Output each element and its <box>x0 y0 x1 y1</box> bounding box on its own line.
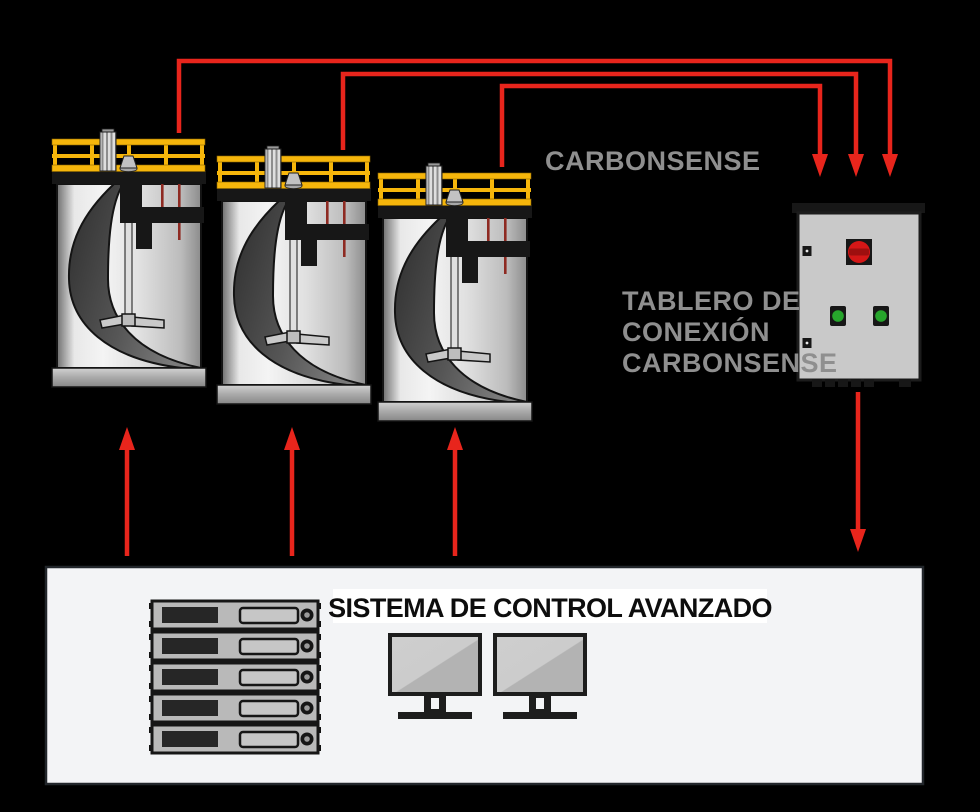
box-feet <box>812 379 911 387</box>
server-unit-3 <box>147 661 323 693</box>
cable-tank2 <box>340 71 859 156</box>
flow-arrowhead-up-1 <box>119 427 135 450</box>
rotary-switch-handle <box>849 248 869 256</box>
cable-tank1 <box>176 58 893 156</box>
hinge-top-pin <box>805 249 809 253</box>
sensor-label: CARBONSENSE <box>545 146 761 176</box>
server-rack <box>147 599 323 755</box>
server-unit-5 <box>147 723 323 755</box>
control-system-title: SISTEMA DE CONTROL AVANZADO <box>328 593 772 623</box>
cable-tank3 <box>499 83 823 167</box>
cable-arrowhead-1 <box>882 154 898 177</box>
connection-panel-label-line1: TABLERO DE <box>622 286 801 316</box>
hinge-bottom-pin <box>805 341 809 345</box>
title-highlight <box>333 589 767 623</box>
indicator-light-2 <box>875 310 887 322</box>
tank-2 <box>216 145 372 405</box>
flow-arrowhead-down <box>850 529 866 552</box>
connection-panel-label: TABLERO DE CONEXIÓN CARBONSENSE <box>622 286 838 378</box>
cable-arrowhead-3 <box>812 154 828 177</box>
flow-arrows <box>119 392 866 556</box>
tank-3 <box>377 162 533 422</box>
box-top-rail <box>792 203 925 213</box>
tank-1 <box>51 128 207 388</box>
box-body <box>796 211 922 382</box>
connection-panel-label-line2: CONEXIÓN <box>622 316 770 347</box>
connection-panel-label-line3: CARBONSENSE <box>622 348 838 378</box>
flow-arrowhead-up-3 <box>447 427 463 450</box>
cable-arrowhead-2 <box>848 154 864 177</box>
flow-arrowhead-up-2 <box>284 427 300 450</box>
control-system-panel: SISTEMA DE CONTROL AVANZADO <box>44 565 925 786</box>
connection-box <box>792 203 925 387</box>
indicator-light-1 <box>832 310 844 322</box>
sensor-cables <box>176 58 898 177</box>
server-unit-1 <box>147 599 323 631</box>
server-unit-4 <box>147 692 323 724</box>
server-unit-2 <box>147 630 323 662</box>
